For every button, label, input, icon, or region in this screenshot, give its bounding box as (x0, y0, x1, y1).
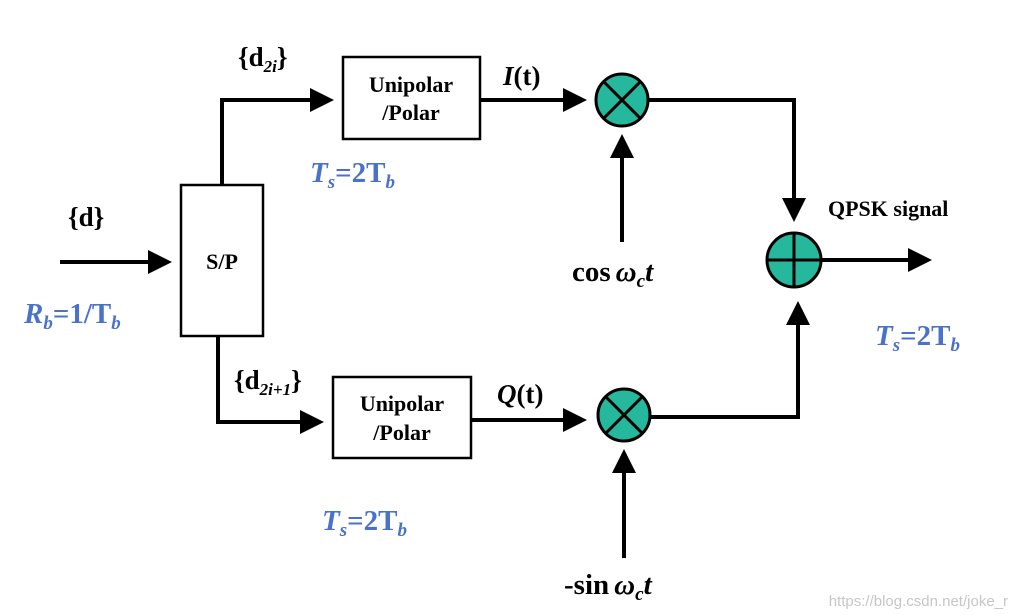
multiplier-bottom (596, 387, 652, 443)
top-symbol-rate-label: Ts=2Tb (310, 157, 395, 193)
mapper-bottom-block (331, 375, 473, 460)
bottom-to-adder-wire (650, 301, 810, 419)
input-rate-label: Rb=1/Tb (23, 298, 121, 334)
top-sequence-label: {d2i} (238, 42, 288, 76)
adder (765, 231, 823, 289)
bottom-sequence-label: {d2i+1} (234, 365, 302, 399)
output-symbol-rate-label: Ts=2Tb (875, 320, 960, 356)
sp-label: S/P (206, 249, 238, 274)
mapper-top-line1: Unipolar (369, 72, 454, 97)
bottom-symbol-rate-label: Ts=2Tb (322, 505, 407, 541)
output-label: QPSK signal (828, 196, 948, 221)
top-to-adder-wire (648, 98, 806, 222)
mapper-top-line2: /Polar (381, 100, 440, 125)
top-branch-wire (220, 88, 334, 185)
mapper-bottom-line1: Unipolar (360, 391, 445, 416)
sp-block (179, 183, 265, 338)
input-sequence-label: {d} (68, 202, 104, 232)
I-signal-label: I(t) (502, 61, 541, 91)
watermark: https://blog.csdn.net/joke_r (829, 593, 1008, 610)
bottom-branch-wire (216, 336, 324, 434)
Q-signal-label: Q(t) (497, 379, 543, 409)
multiplier-top (594, 72, 650, 128)
mapper-top-block (341, 55, 482, 141)
mapper-bottom-line2: /Polar (372, 420, 431, 445)
